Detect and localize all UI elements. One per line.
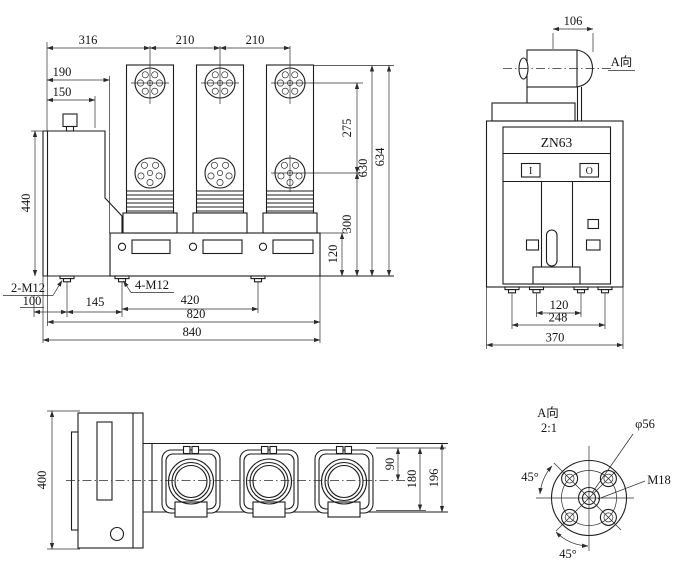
dim-210-a: 210: [176, 33, 195, 47]
label-m18: M18: [647, 473, 671, 487]
bolt-hole: [599, 470, 617, 488]
view-a-label: A向: [611, 54, 633, 69]
housing-slot: [96, 421, 113, 501]
angle-arc-top: [538, 465, 553, 495]
dim-630: 630: [356, 159, 370, 178]
frame-hole: [258, 242, 268, 251]
detail-annotations: [538, 433, 646, 548]
base-frame: [109, 232, 321, 283]
dim-840: 840: [183, 325, 202, 339]
dim-190: 190: [53, 65, 72, 79]
note-2-m12: 2-M12: [11, 281, 45, 295]
detail-title: A向: [537, 405, 559, 420]
mechanism-pedestal: [532, 266, 581, 285]
label-45-top: 45°: [521, 470, 539, 484]
interlock-knob: [62, 113, 78, 128]
frame-slot: [272, 239, 314, 255]
front-dimensions: [3, 42, 394, 343]
front-centerlines: [131, 46, 363, 192]
dim-100: 100: [23, 294, 42, 308]
detail-scale: 2:1: [541, 421, 557, 435]
dim-150: 150: [53, 85, 72, 99]
dim-440: 440: [19, 194, 33, 213]
panel-cutout: [587, 218, 600, 230]
interlock-knob-stem: [65, 125, 75, 132]
label-dia56: φ56: [635, 417, 655, 431]
housing-hole: [109, 526, 125, 542]
side-view: 106 A向 ZN63 I O 120 248 370: [485, 14, 635, 349]
dim-820: 820: [187, 307, 206, 321]
dim-370: 370: [546, 331, 565, 345]
pole-top-3: [314, 445, 374, 518]
top-platform: [491, 87, 583, 122]
side-dimensions: [486, 26, 635, 349]
note-4-m12: 4-M12: [135, 278, 169, 292]
open-symbol: O: [586, 166, 593, 177]
plan-view: 400 90 180 196: [35, 410, 448, 550]
dim-120-feet: 120: [550, 298, 569, 312]
pole-top-2: [239, 445, 299, 518]
dim-300: 300: [340, 215, 354, 234]
close-button[interactable]: [520, 162, 541, 178]
enclosure: [485, 120, 624, 294]
frame-hole: [188, 242, 198, 251]
bolt-hole: [561, 470, 579, 488]
terminal-flange: [536, 446, 634, 551]
dim-145: 145: [86, 295, 105, 309]
plan-dimensions: [47, 410, 446, 550]
frame-slot: [131, 239, 171, 255]
pole-top-1: [161, 445, 221, 518]
open-button[interactable]: [579, 162, 600, 178]
dim-106: 106: [564, 14, 583, 28]
dim-634: 634: [373, 147, 387, 167]
dim-248: 248: [549, 311, 568, 325]
dim-275: 275: [340, 119, 354, 138]
front-view: 316 210 210 190 150 440 275 630 634 300 …: [3, 33, 394, 343]
dim-120: 120: [326, 245, 340, 264]
dim-196: 196: [427, 469, 441, 488]
frame-slot: [202, 239, 243, 255]
close-symbol: I: [529, 166, 532, 177]
dim-400: 400: [35, 471, 49, 490]
detail-view-a: A向 2:1 φ56 M18 45° 45°: [521, 405, 671, 561]
frame-hole: [117, 242, 127, 251]
dim-316: 316: [79, 33, 98, 47]
bolt-hole: [561, 508, 579, 526]
side-strip: [70, 431, 79, 531]
panel-cutout: [525, 239, 540, 251]
dim-420: 420: [181, 293, 200, 307]
dim-180: 180: [405, 470, 419, 489]
dim-90: 90: [383, 458, 397, 471]
pole-bushing: [503, 49, 612, 88]
bolt-hole: [599, 508, 617, 526]
handle-slot: [545, 229, 558, 267]
dim-210-b: 210: [246, 33, 265, 47]
label-45-bottom: 45°: [559, 547, 577, 561]
mechanism-housing: [42, 113, 123, 283]
model-nameplate: ZN63: [541, 135, 573, 150]
panel-cutout: [585, 239, 601, 251]
angle-arc-bottom: [555, 531, 589, 548]
